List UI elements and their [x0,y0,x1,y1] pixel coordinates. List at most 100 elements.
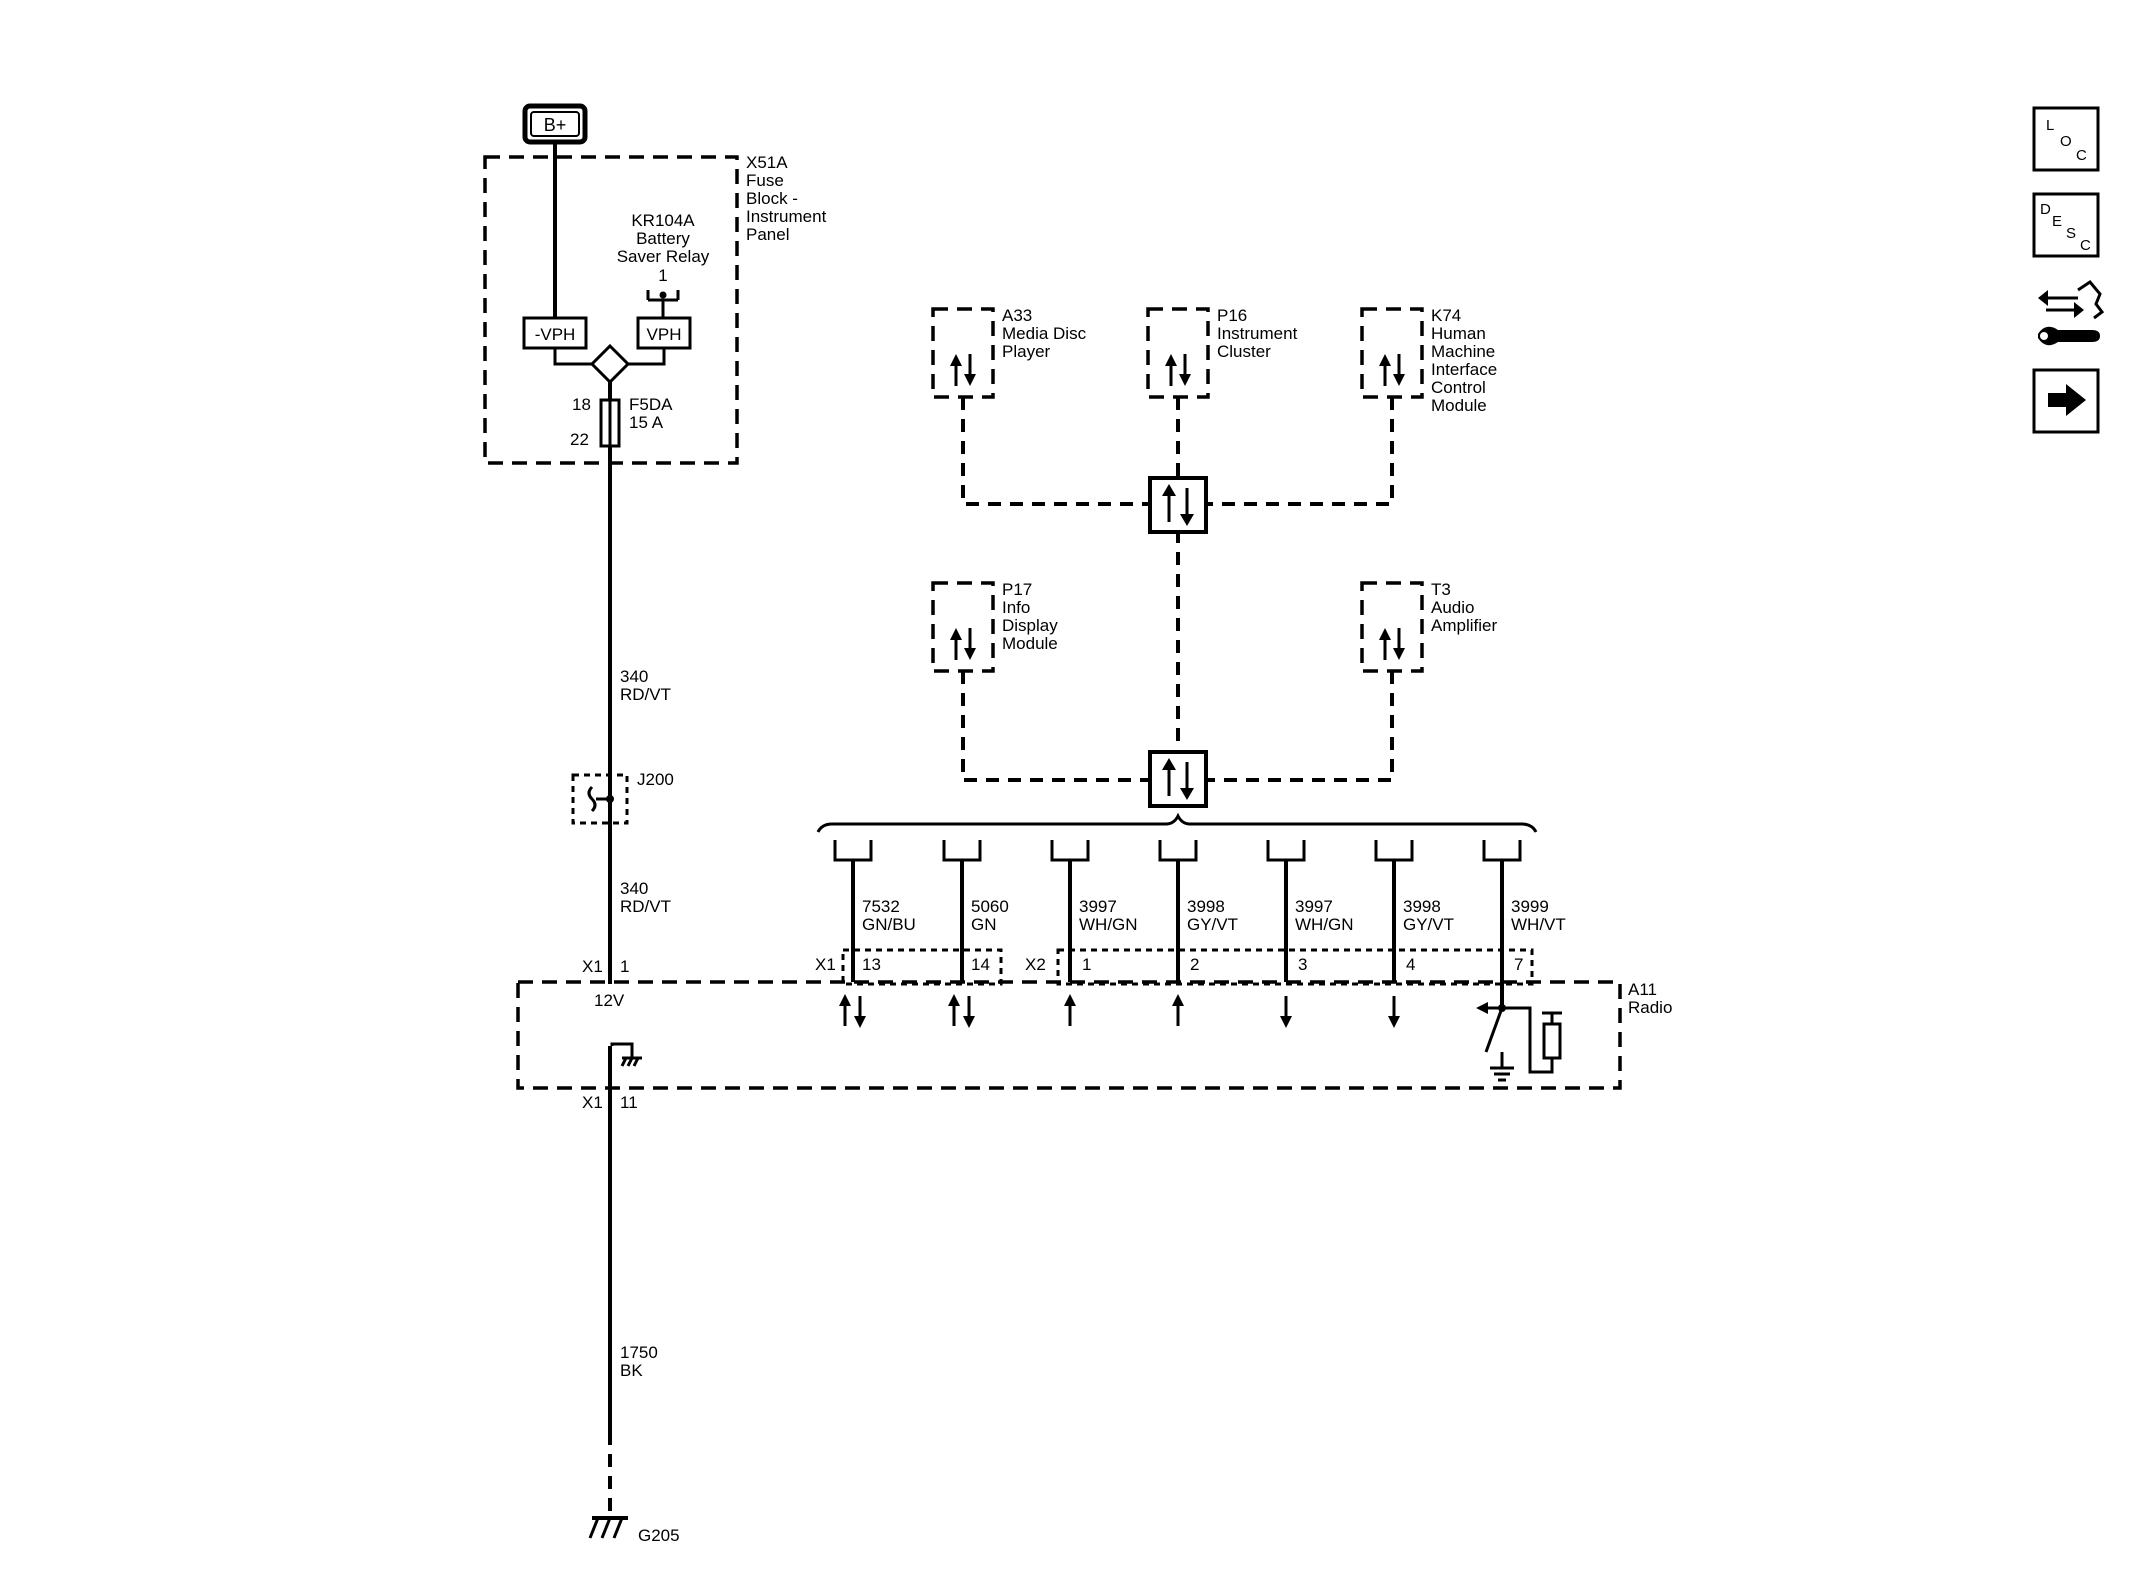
bus-wire-3-color: WH/GN [1079,915,1138,934]
wire-1750-circuit: 1750 [620,1343,658,1362]
module-t3: T3 Audio Amplifier [1360,580,1497,673]
module-p17: P17 Info Display Module [931,580,1058,673]
loc-button[interactable]: L O C [2032,106,2100,172]
bus-transceiver-lower [1148,750,1208,808]
relay-label-2: Battery [636,229,690,248]
bus-wire-4-color: GY/VT [1187,915,1238,934]
module-p17-id: P17 [1002,580,1032,599]
bus-wire-5-circuit: 3997 [1295,897,1333,916]
pin14-bidirectional-icon [948,994,975,1028]
module-t3-id: T3 [1431,580,1451,599]
bus-drop-6: 3998 GY/VT 4 [1374,840,1454,982]
radio-x1-bottom-pin: 11 [620,1093,638,1112]
fuse-label-2: 15 A [629,413,664,432]
desc-button[interactable]: D E S C [2032,192,2100,258]
module-a33-id: A33 [1002,306,1032,325]
radio-name-2: Radio [1628,998,1672,1017]
bus-wire-1-color: GN/BU [862,915,916,934]
bidirectional-arrow-icon [950,354,976,386]
connector-x1-bus-label: X1 [815,955,836,974]
battery-source: B+ [522,103,588,145]
loc-letter-o: O [2060,133,2072,150]
arrow-right-icon [2048,384,2086,416]
module-t3-line3: Amplifier [1431,616,1497,635]
radio-x1-top-label: X1 [582,957,603,976]
module-p16: P16 Instrument Cluster [1146,306,1298,399]
relay-coil-icon [646,290,680,318]
radio-module: A11 Radio X1 1 12V X1 11 [516,957,1672,1112]
next-button[interactable] [2032,368,2100,434]
wire-340-upper-color: RD/VT [620,685,671,704]
fuse-block-name-1: X51A [746,153,788,172]
bus-wire-6-pin: 4 [1406,955,1415,974]
internal-ground-icon [610,1042,642,1067]
module-k74-line2: Human [1431,324,1486,343]
bus-wire-1-pin: 13 [862,955,881,974]
fuse-block-name-3: Block - [746,189,798,208]
bidirectional-arrow-icon [1379,354,1405,386]
fuse-pin-out: 22 [570,430,589,449]
bus-wire-4-circuit: 3998 [1187,897,1225,916]
ground-wire: 1750 BK G205 [588,1046,680,1545]
bus-wire-7-color: WH/VT [1511,915,1566,934]
power-wire: 340 RD/VT J200 340 RD/VT [571,446,674,984]
radio-name-1: A11 [1628,980,1657,999]
bus-wire-3-circuit: 3997 [1079,897,1117,916]
bidirectional-arrow-icon [1379,628,1405,660]
desc-letter-e: E [2052,213,2062,230]
bus-transceiver-upper [1148,476,1208,534]
module-p17-line2: Info [1002,598,1030,617]
bus-brace [816,812,1538,833]
fuse-block: X51A Fuse Block - Instrument Panel KR104… [483,142,827,465]
vph-label: VPH [647,325,682,344]
relay-label-1: KR104A [631,211,695,230]
bus-wire-6-color: GY/VT [1403,915,1454,934]
bus-wire-5-pin: 3 [1298,955,1307,974]
bidirectional-arrow-icon [1165,354,1191,386]
module-k74-line6: Module [1431,396,1487,415]
fuse-block-name-5: Panel [746,225,789,244]
wire-340-lower-color: RD/VT [620,897,671,916]
bus-wire-7-circuit: 3999 [1511,897,1549,916]
fuse-label-1: F5DA [629,395,673,414]
bus-drop-4: 3998 GY/VT 2 [1158,840,1238,982]
module-p16-id: P16 [1217,306,1247,325]
wire-1750-color: BK [620,1361,643,1380]
connector-tool-icon[interactable] [2038,280,2105,346]
pin2-input-arrow-icon [1172,994,1184,1026]
fuse-block-name-4: Instrument [746,207,827,226]
relay-label-3: Saver Relay [617,247,710,266]
module-a33-line2: Media Disc [1002,324,1087,343]
pin7-switch-icon [1476,1002,1554,1082]
module-p17-line4: Module [1002,634,1058,653]
radio-x1-top-pin: 1 [620,957,629,976]
splice-label: J200 [637,770,674,789]
module-k74-line3: Machine [1431,342,1495,361]
wire-340-upper-circuit: 340 [620,667,648,686]
bus-drop-5: 3997 WH/GN 3 [1266,840,1354,982]
fuse-block-name-2: Fuse [746,171,784,190]
desc-letter-c: C [2080,237,2091,254]
bus-wire-2-color: GN [971,915,997,934]
desc-letter-s: S [2066,225,2076,242]
module-k74-line5: Control [1431,378,1486,397]
module-p16-line2: Instrument [1217,324,1298,343]
battery-label: B+ [544,115,567,135]
vph-neg-label: -VPH [535,325,576,344]
bus-wire-2-pin: 14 [971,955,990,974]
splice-j200 [571,773,629,825]
bus-wire-4-pin: 2 [1190,955,1199,974]
loc-letter-l: L [2046,117,2054,134]
module-k74-line4: Interface [1431,360,1497,379]
connector-x2-bus-label: X2 [1025,955,1046,974]
module-k74: K74 Human Machine Interface Control Modu… [1360,306,1497,415]
module-p16-line3: Cluster [1217,342,1271,361]
bus-wire-6-circuit: 3998 [1403,897,1441,916]
ground-icon [588,1516,628,1539]
bus-wire-2-circuit: 5060 [971,897,1009,916]
pin4-output-arrow-icon [1388,996,1400,1028]
bus-wire-3-pin: 1 [1082,955,1091,974]
module-a33: A33 Media Disc Player [931,306,1087,399]
ground-label: G205 [638,1526,680,1545]
